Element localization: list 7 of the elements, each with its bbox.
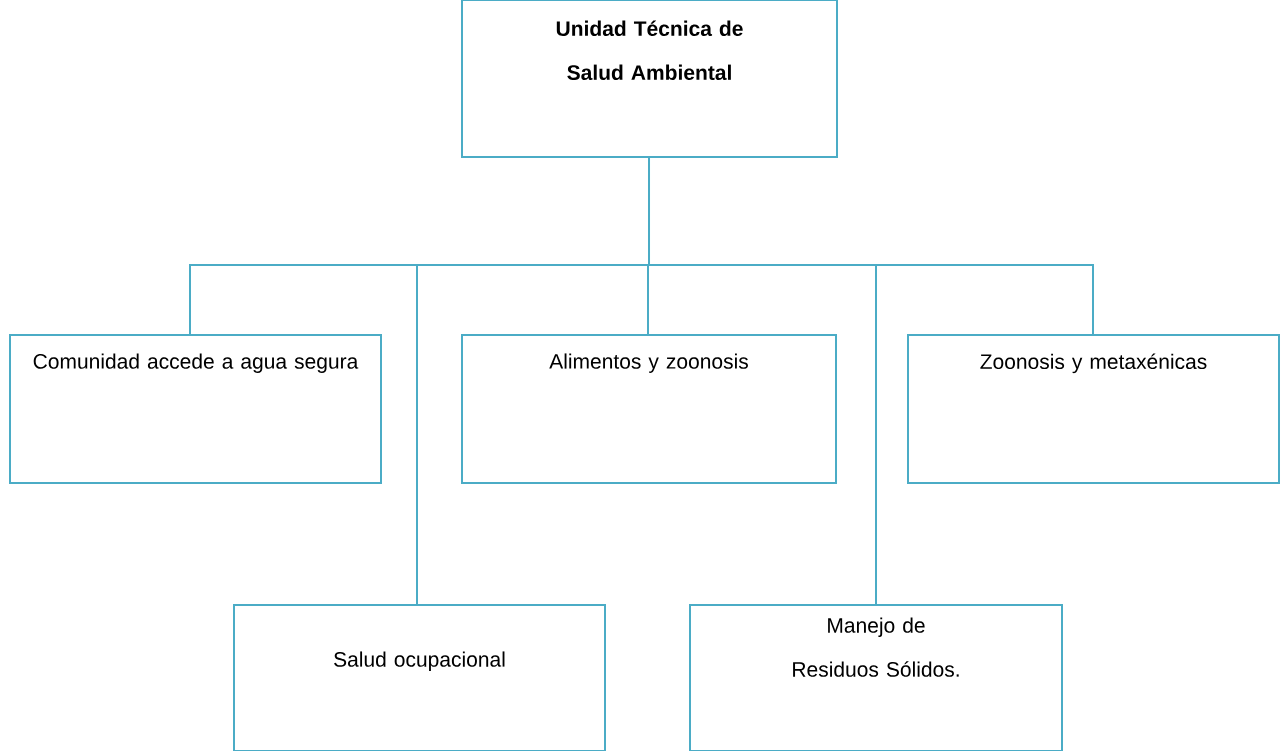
org-box: Alimentos y zoonosis <box>461 334 837 484</box>
org-box: Comunidad accede a agua segura <box>9 334 382 484</box>
org-box: Zoonosis y metaxénicas <box>907 334 1280 484</box>
org-box: Manejo de Residuos Sólidos. <box>689 604 1063 751</box>
org-box: Salud ocupacional <box>233 604 606 751</box>
org-box: Unidad Técnica de Salud Ambiental <box>461 0 838 158</box>
connector-line <box>648 157 1094 335</box>
